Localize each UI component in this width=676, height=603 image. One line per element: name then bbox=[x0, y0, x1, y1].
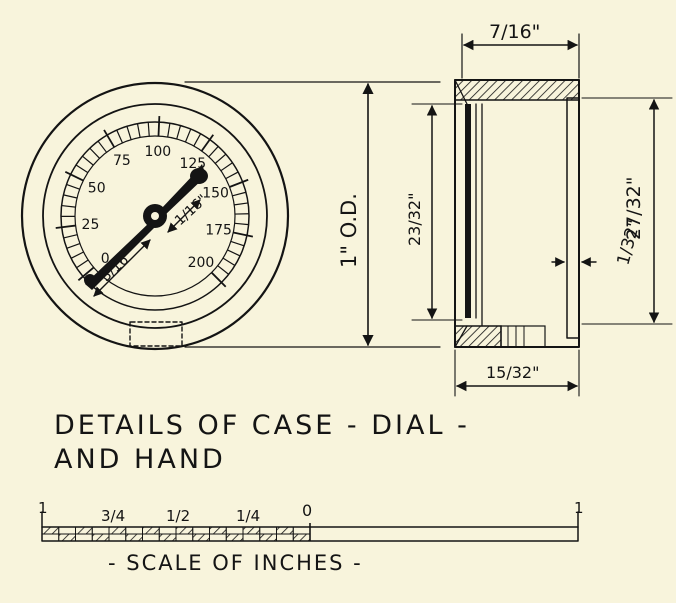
dial-tick bbox=[227, 250, 240, 256]
dial-tick bbox=[137, 124, 140, 138]
dial-tick bbox=[232, 192, 246, 196]
dial-tick bbox=[194, 134, 201, 146]
scale-bar: 1 3/4 1/2 1/4 0 1 - SCALE OF INCHES - bbox=[38, 499, 584, 575]
case-top-hatch bbox=[455, 80, 579, 100]
title-line-1: DETAILS OF CASE - DIAL - bbox=[54, 410, 470, 441]
dial-number-label: 25 bbox=[82, 217, 100, 233]
dial-tick bbox=[127, 126, 131, 139]
case-bottom-hatch bbox=[455, 326, 501, 347]
inner-height-label: 23/32" bbox=[405, 193, 424, 246]
dial-tick bbox=[66, 184, 79, 189]
dial-tick bbox=[234, 203, 248, 205]
dial-tick bbox=[67, 244, 80, 249]
scale-check-cell bbox=[109, 527, 126, 534]
dial-tick bbox=[231, 241, 244, 245]
dial-tick bbox=[223, 258, 235, 265]
dial-tick bbox=[235, 223, 249, 224]
wall-thickness-label: 1/32" bbox=[614, 218, 645, 268]
scale-check-cell bbox=[193, 534, 210, 541]
hand-pivot-center bbox=[151, 212, 159, 220]
dial-tick bbox=[221, 163, 233, 171]
scale-check-cell bbox=[143, 527, 160, 534]
dial-tick bbox=[185, 129, 190, 142]
dial-tick bbox=[168, 123, 170, 137]
scale-check-cell bbox=[176, 527, 193, 534]
case-rear-wall bbox=[567, 98, 579, 338]
case-glass-strip bbox=[465, 104, 471, 318]
outer-diameter-dimension: 1" O.D. bbox=[185, 82, 440, 347]
scale-label-right-one: 1 bbox=[574, 499, 584, 517]
scale-check-cell bbox=[42, 527, 59, 534]
dial-tick bbox=[226, 172, 238, 179]
case-section-view bbox=[455, 80, 579, 347]
scale-label-three-quarter: 3/4 bbox=[101, 507, 125, 525]
base-depth-label: 15/32" bbox=[486, 363, 539, 382]
dial-tick bbox=[56, 226, 76, 228]
scale-label-half: 1/2 bbox=[166, 507, 190, 525]
scale-label-quarter: 1/4 bbox=[236, 507, 260, 525]
inner-height-dimension: 23/32" bbox=[405, 104, 462, 320]
scale-check-cell bbox=[92, 534, 109, 541]
dial-number-label: 200 bbox=[188, 255, 215, 271]
dial-tick bbox=[76, 165, 88, 173]
dial-number-label: 175 bbox=[205, 222, 232, 238]
scale-label-left-one: 1 bbox=[38, 499, 48, 517]
dial-tick bbox=[64, 235, 78, 238]
dial-tick bbox=[77, 260, 89, 268]
dial-tick bbox=[177, 126, 181, 139]
case-outline bbox=[455, 80, 579, 347]
dial-tick bbox=[82, 156, 93, 165]
scale-check-cell bbox=[226, 534, 243, 541]
scale-check-cell bbox=[260, 534, 277, 541]
dial-number-label: 75 bbox=[113, 153, 131, 169]
scale-check-cell bbox=[159, 534, 176, 541]
dial-number-label: 100 bbox=[144, 144, 171, 160]
scale-caption: - SCALE OF INCHES - bbox=[108, 551, 363, 575]
scale-check-cell bbox=[210, 527, 227, 534]
dial-tick bbox=[209, 146, 218, 156]
dial-tick bbox=[90, 148, 100, 158]
scale-check-cell bbox=[76, 527, 93, 534]
scale-check-cell bbox=[59, 534, 76, 541]
od-label: 1" O.D. bbox=[337, 193, 361, 268]
base-depth-dimension: 15/32" bbox=[455, 350, 579, 396]
scale-check-cell bbox=[243, 527, 260, 534]
dial-tick bbox=[230, 180, 249, 187]
case-depth-dimension: 7/16" bbox=[462, 21, 579, 78]
wall-thickness-dimension: 1/32" bbox=[552, 218, 645, 268]
hand-tip-blob bbox=[190, 168, 208, 184]
dial-tick bbox=[98, 141, 106, 152]
dial-tick bbox=[71, 252, 84, 258]
scale-label-zero: 0 bbox=[302, 501, 312, 520]
dial-tick bbox=[158, 116, 159, 136]
case-depth-label: 7/16" bbox=[489, 21, 540, 43]
dial-tick bbox=[233, 232, 253, 236]
dial-tick bbox=[148, 122, 149, 136]
dial-tick bbox=[218, 266, 229, 275]
dial-number-label: 50 bbox=[88, 180, 106, 196]
dial-tick bbox=[63, 195, 77, 198]
scale-check-cell bbox=[293, 534, 310, 541]
dial-tick bbox=[215, 154, 226, 163]
case-base-lines bbox=[508, 326, 524, 347]
dial-tick bbox=[117, 130, 123, 143]
scale-bar-checks bbox=[42, 523, 310, 541]
scale-check-cell bbox=[126, 534, 143, 541]
hand-tail-blob bbox=[84, 274, 96, 286]
title-line-2: AND HAND bbox=[54, 444, 226, 475]
rear-height-dimension: 27/32" bbox=[582, 98, 672, 324]
dial-tick bbox=[62, 206, 76, 208]
scale-check-cell bbox=[277, 527, 294, 534]
